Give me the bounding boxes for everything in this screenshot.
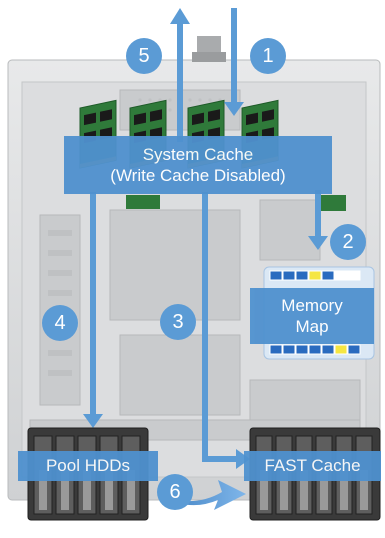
step-badge-2: 2	[330, 224, 366, 260]
fast-cache-label: FAST Cache	[264, 456, 361, 476]
step-badge-3: 3	[160, 304, 196, 340]
step-badge-5: 5	[126, 38, 162, 74]
step-badge-4: 4	[42, 305, 78, 341]
flow-arrow-icon	[83, 8, 328, 469]
pool-hdds-label: Pool HDDs	[45, 456, 131, 476]
memory-map-line1: Memory	[281, 295, 343, 315]
step-badge-6: 6	[157, 474, 193, 510]
step-badge-1: 1	[250, 38, 286, 74]
system-cache-box: System Cache (Write Cache Disabled)	[64, 136, 332, 194]
system-cache-subtitle: (Write Cache Disabled)	[110, 166, 286, 185]
memory-map-box: Memory Map	[250, 288, 374, 344]
fast-cache-box: FAST Cache	[244, 451, 381, 481]
memory-map-line2: Map	[295, 317, 329, 336]
pool-hdds-box: Pool HDDs	[18, 451, 158, 481]
system-cache-title: System Cache	[142, 144, 254, 164]
